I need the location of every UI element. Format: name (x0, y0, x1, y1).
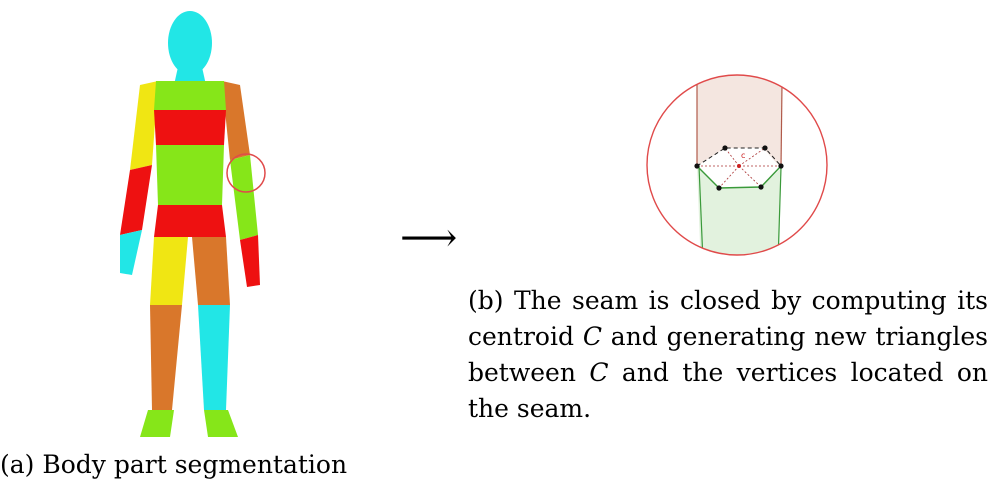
lower-region (697, 166, 781, 255)
zoom-circle (646, 74, 828, 256)
upper-region (697, 75, 783, 168)
neck (174, 67, 206, 85)
left-thigh (150, 237, 188, 305)
body-segmentation-figure (90, 5, 290, 445)
left-shin (150, 305, 182, 410)
figure-a-caption: (a) Body part segmentation (0, 450, 348, 479)
upper-torso (154, 81, 226, 110)
abdomen (156, 145, 224, 205)
chest-band (154, 110, 226, 145)
centroid-point (737, 164, 741, 168)
right-arrow: ⟶ (400, 215, 458, 261)
left-hand (120, 230, 142, 275)
left-upper-arm (130, 81, 158, 170)
seam-detail-diagram: c (646, 74, 828, 256)
left-foot (140, 410, 174, 437)
right-hand (240, 235, 260, 287)
seam-detail-figure: c (645, 0, 835, 262)
seam-highlight-circle (226, 153, 266, 193)
head (168, 11, 212, 75)
right-thigh (192, 237, 230, 305)
body-segmentation-image (120, 11, 266, 437)
right-upper-arm (222, 81, 250, 160)
left-forearm (120, 165, 152, 235)
right-forearm (230, 155, 258, 240)
seam-upper-edge (696, 147, 782, 167)
hip-band (154, 205, 226, 237)
right-foot (204, 410, 238, 437)
fan-triangles (697, 147, 781, 189)
centroid-label: c (741, 151, 745, 160)
right-shin (198, 305, 230, 410)
seam-lower-edge (696, 165, 782, 189)
figure-b-caption: (b) The seam is closed by computing its … (468, 286, 988, 423)
seam-vertices (694, 145, 784, 191)
